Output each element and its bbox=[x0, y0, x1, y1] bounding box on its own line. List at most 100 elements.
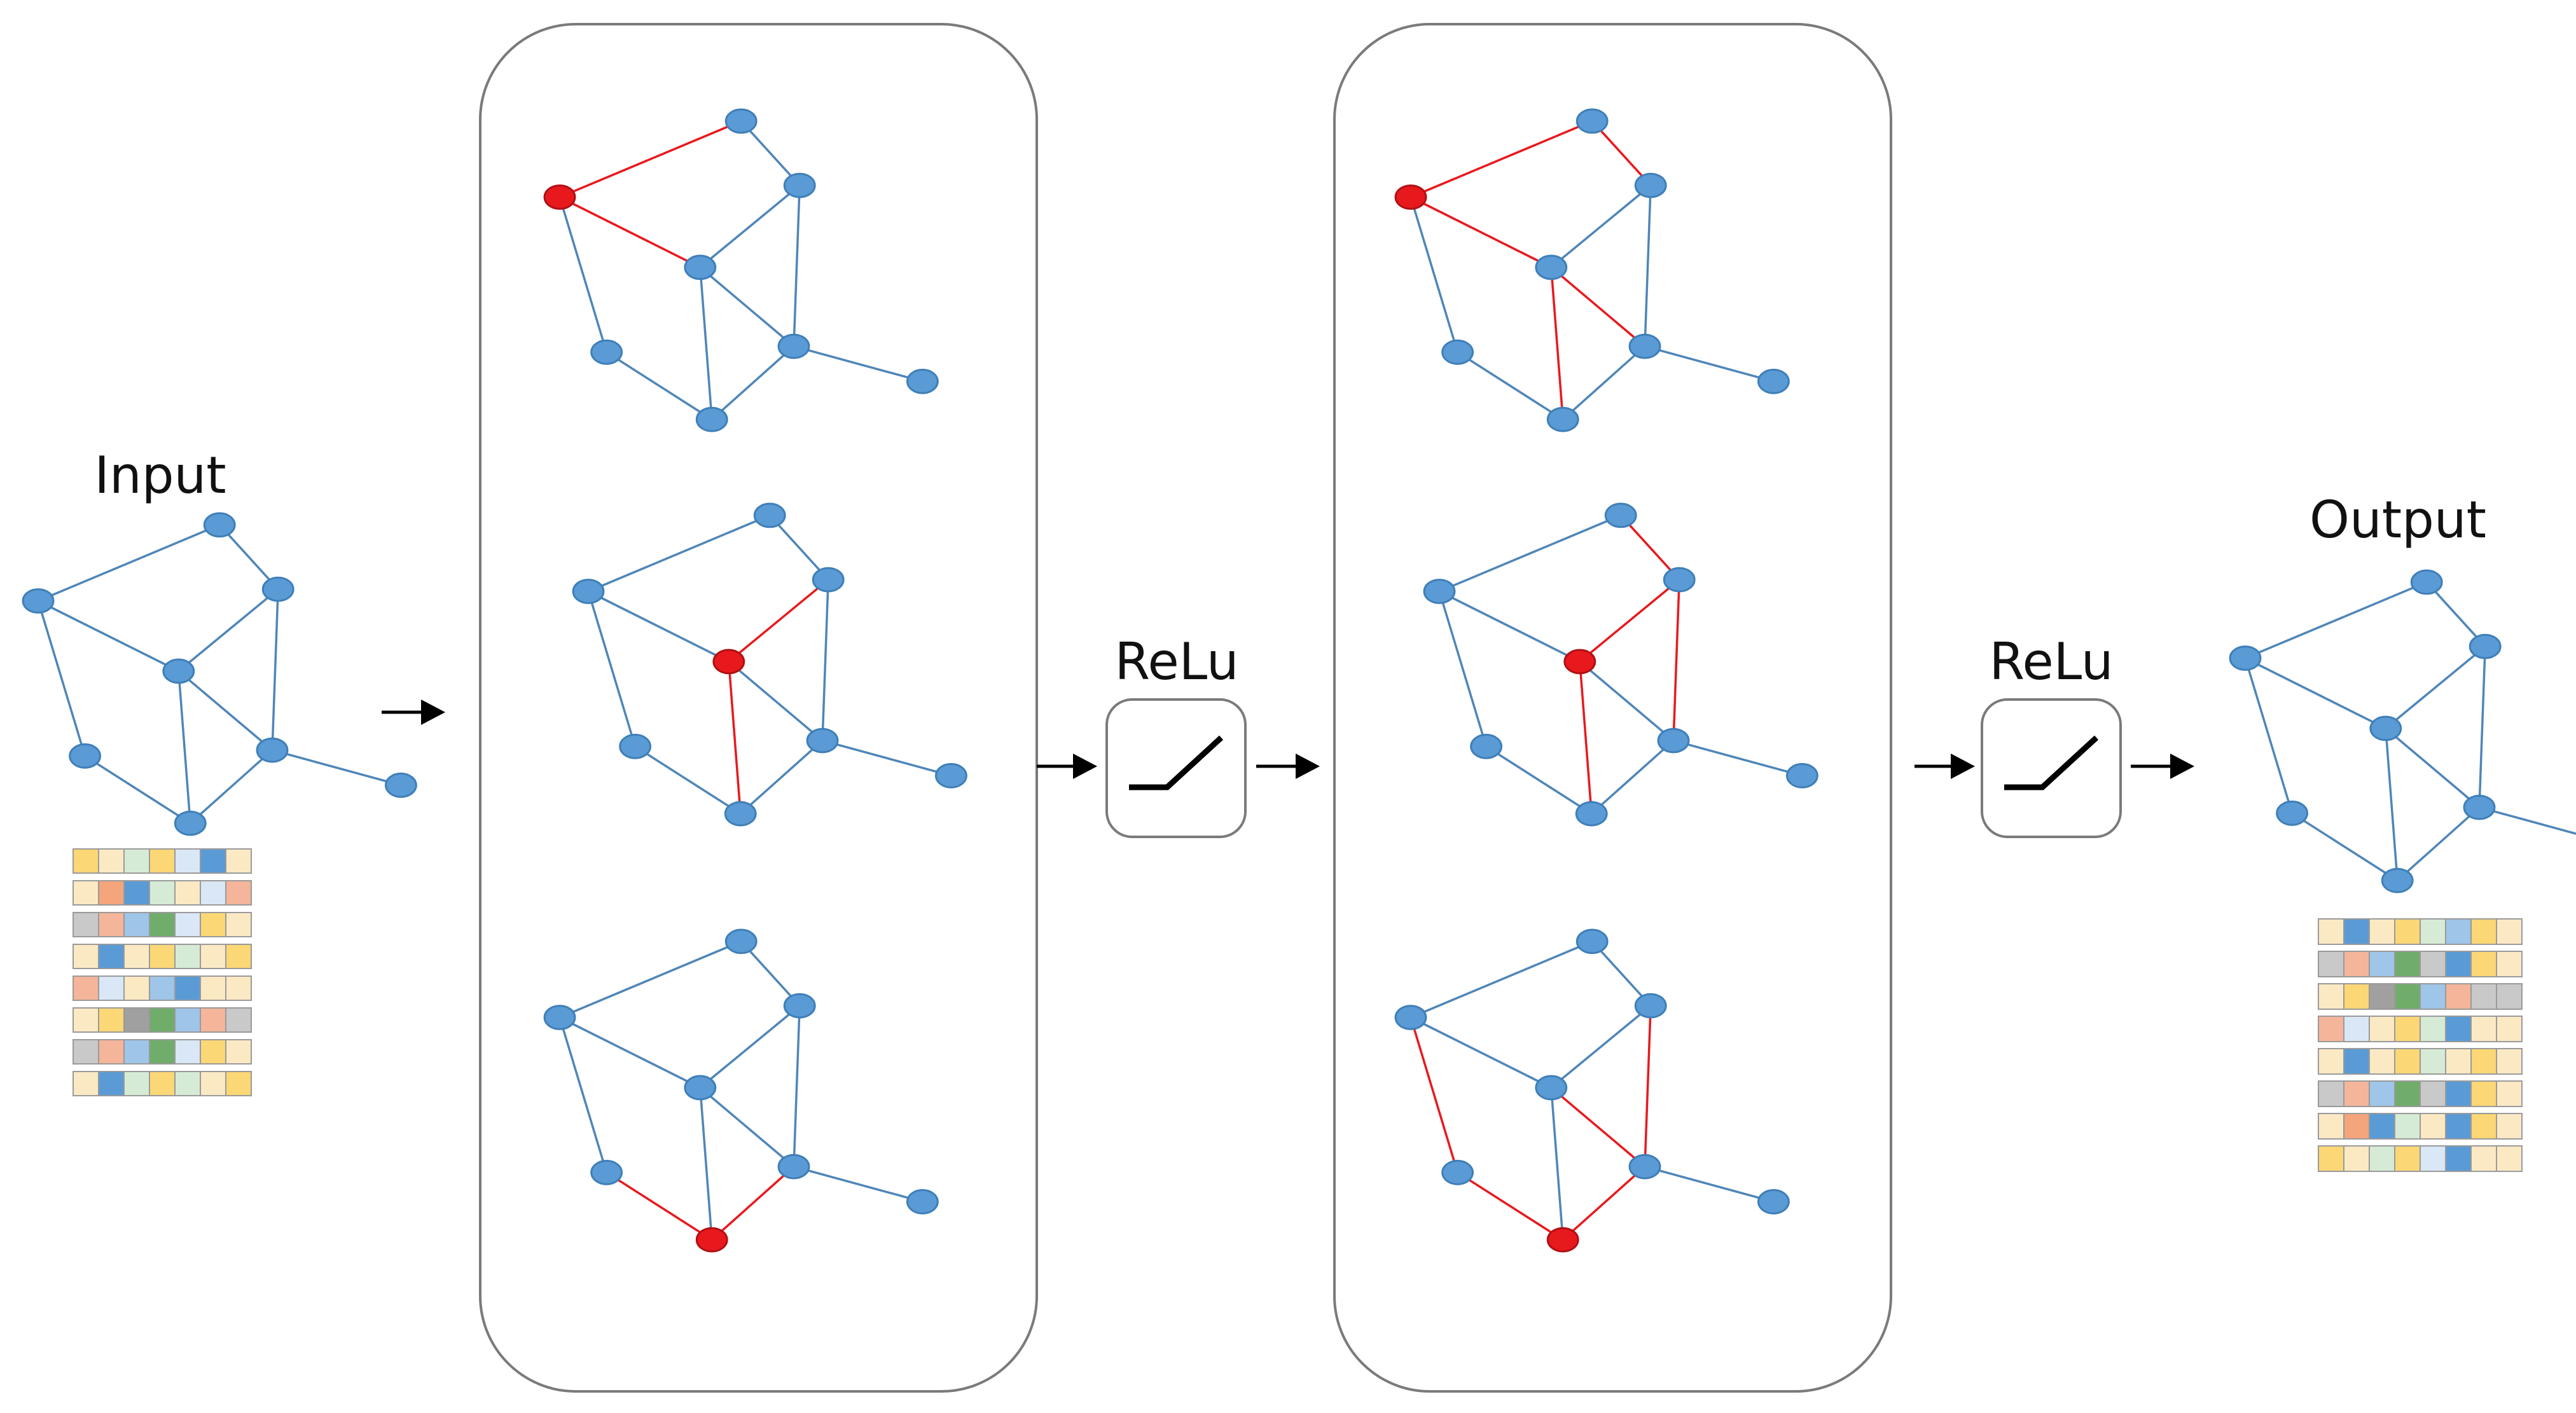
feature-cell bbox=[123, 1039, 150, 1065]
feature-cell bbox=[2445, 1113, 2472, 1140]
feature-cell bbox=[2343, 951, 2370, 977]
graph-edge bbox=[606, 351, 713, 421]
feature-cell bbox=[2318, 1145, 2344, 1172]
feature-cell bbox=[73, 1007, 99, 1033]
graph-node bbox=[261, 576, 294, 602]
graph-edge bbox=[1409, 196, 1459, 353]
graph-edge bbox=[1591, 941, 1652, 1007]
graph-edge bbox=[271, 589, 279, 750]
graph-node bbox=[2410, 569, 2443, 595]
graph-node bbox=[162, 658, 195, 684]
graph-node bbox=[724, 928, 758, 955]
relu-activation-icon bbox=[2004, 735, 2099, 790]
graph-edge bbox=[699, 266, 795, 347]
graph-node bbox=[695, 406, 728, 432]
feature-cell bbox=[174, 1071, 201, 1096]
graph-edge bbox=[1439, 514, 1621, 593]
highlighted-edge bbox=[1457, 1171, 1564, 1241]
feature-cell bbox=[2369, 951, 2395, 977]
graph-node bbox=[1628, 333, 1661, 359]
output-feature-matrix bbox=[2318, 918, 2523, 1172]
feature-cell bbox=[174, 912, 201, 937]
feature-cell bbox=[2470, 918, 2497, 945]
highlighted-edge bbox=[1591, 120, 1652, 186]
output-feature-row bbox=[2318, 951, 2523, 977]
graph-node bbox=[777, 333, 810, 359]
graph-edge bbox=[1644, 185, 1652, 347]
feature-cell bbox=[2420, 951, 2446, 977]
flow-arrows bbox=[382, 700, 2194, 779]
gcn-layer-2-frame bbox=[1333, 23, 1892, 1393]
feature-cell bbox=[149, 1071, 176, 1096]
arrowhead bbox=[421, 700, 445, 725]
graph-edge bbox=[2385, 728, 2399, 881]
graph-node bbox=[812, 567, 845, 593]
graph-edge bbox=[2245, 657, 2386, 729]
feature-cell bbox=[2318, 918, 2344, 945]
input-label: Input bbox=[94, 446, 226, 505]
graph-edge bbox=[1673, 739, 1803, 777]
feature-cell bbox=[2369, 1016, 2395, 1042]
feature-cell bbox=[149, 1007, 176, 1033]
gcn-layer-2-graph-1 bbox=[1394, 108, 1790, 432]
graph-node bbox=[1535, 1075, 1568, 1101]
graph-node bbox=[753, 502, 786, 528]
graph-node bbox=[590, 339, 623, 365]
graph-edge bbox=[1438, 591, 1488, 747]
feature-cell bbox=[2470, 951, 2497, 977]
feature-cell bbox=[2369, 918, 2395, 945]
highlighted-edge bbox=[1672, 579, 1680, 741]
feature-cell bbox=[225, 1039, 252, 1065]
feature-cell bbox=[73, 848, 99, 874]
feature-cell bbox=[98, 880, 125, 906]
output-feature-row bbox=[2318, 1145, 2523, 1172]
feature-cell bbox=[2318, 983, 2344, 1010]
highlighted-edge bbox=[1550, 266, 1646, 347]
graph-edge bbox=[588, 590, 730, 663]
graph-node bbox=[1757, 1189, 1790, 1215]
graph-edge bbox=[587, 591, 637, 747]
feature-cell bbox=[200, 912, 226, 937]
feature-cell bbox=[2470, 1113, 2497, 1140]
feature-cell bbox=[174, 848, 201, 874]
feature-cell bbox=[225, 912, 252, 937]
highlighted-edge bbox=[1409, 1017, 1459, 1173]
graph-node bbox=[783, 172, 816, 198]
feature-cell bbox=[98, 944, 125, 969]
graph-edge bbox=[2385, 645, 2486, 729]
feature-cell bbox=[98, 848, 125, 874]
graph-edge bbox=[37, 600, 87, 757]
output-label: Output bbox=[2309, 490, 2486, 549]
graph-edge bbox=[84, 755, 191, 825]
feature-cell bbox=[225, 848, 252, 874]
focus-node bbox=[1546, 1227, 1579, 1253]
feature-cell bbox=[73, 975, 99, 1001]
feature-cell bbox=[2343, 1016, 2370, 1042]
graph-edge bbox=[1410, 940, 1593, 1019]
feature-cell bbox=[2420, 983, 2446, 1010]
feature-cell bbox=[2394, 983, 2421, 1010]
highlighted-edge bbox=[1579, 579, 1680, 663]
graph-node bbox=[806, 727, 839, 754]
highlighted-edge bbox=[1410, 196, 1552, 268]
graph-edge bbox=[38, 523, 220, 602]
focus-node bbox=[695, 1227, 728, 1253]
feature-cell bbox=[225, 975, 252, 1001]
output-feature-row bbox=[2318, 1113, 2523, 1140]
gcn-layer-2-graphs bbox=[1394, 108, 1818, 1253]
graph-edge bbox=[793, 345, 923, 383]
graph-edge bbox=[559, 1016, 701, 1089]
arrowhead bbox=[1073, 754, 1097, 779]
feature-cell bbox=[200, 1039, 226, 1065]
graph-edge bbox=[1485, 745, 1593, 815]
feature-cell bbox=[2420, 1048, 2446, 1075]
feature-cell bbox=[2496, 1016, 2523, 1042]
input-feature-row bbox=[73, 880, 252, 906]
graph-node bbox=[590, 1159, 623, 1185]
graph-edge bbox=[2244, 658, 2294, 814]
feature-cell bbox=[2470, 1048, 2497, 1075]
graph-edge bbox=[699, 1087, 795, 1168]
feature-cell bbox=[149, 848, 176, 874]
graph-node bbox=[543, 1005, 576, 1030]
